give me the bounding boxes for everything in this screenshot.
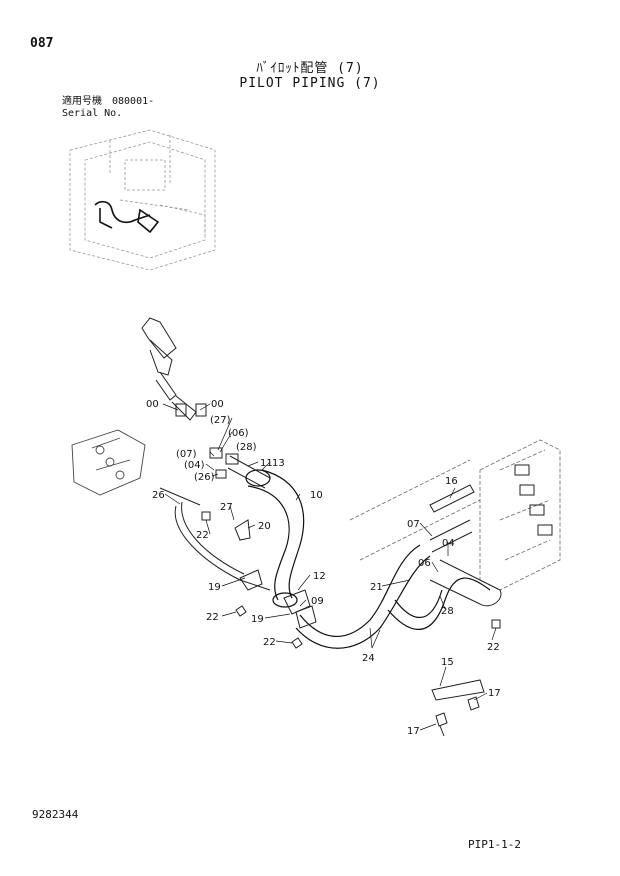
callout-26: 26 bbox=[152, 490, 165, 501]
callout-labels: 00 00 (27) (06) (28) (07) 11 (04) 13 (26… bbox=[146, 399, 501, 737]
callout-21: 21 bbox=[370, 582, 383, 593]
page-number: 087 bbox=[30, 36, 54, 51]
callout-16: 16 bbox=[445, 476, 458, 487]
callout-22-a: 22 bbox=[196, 530, 209, 541]
bolts bbox=[201, 511, 501, 737]
machine-location-inset bbox=[69, 129, 216, 271]
callout-17-a: 17 bbox=[488, 688, 501, 699]
callout-15: 15 bbox=[441, 657, 454, 668]
serial-label-en: Serial No. bbox=[62, 108, 123, 119]
callout-22-b: 22 bbox=[206, 612, 219, 623]
callout-26-ref: (26) bbox=[194, 472, 215, 483]
serial-value: 080001- bbox=[112, 96, 155, 107]
document-number: 9282344 bbox=[32, 808, 79, 821]
callout-00-right: 00 bbox=[211, 399, 224, 410]
callout-10: 10 bbox=[310, 490, 323, 501]
callout-13: 13 bbox=[272, 458, 285, 469]
callout-11: 11 bbox=[260, 458, 273, 469]
callout-19-a: 19 bbox=[208, 582, 221, 593]
title-english: PILOT PIPING (7) bbox=[239, 76, 381, 91]
callout-06-ref: (06) bbox=[228, 428, 249, 439]
callout-07-ref: (07) bbox=[176, 449, 197, 460]
callout-09: 09 bbox=[311, 596, 324, 607]
callout-07: 07 bbox=[407, 519, 420, 530]
callout-04: 04 bbox=[442, 538, 455, 549]
serial-label-jp: 適用号機 bbox=[62, 96, 102, 107]
callout-24: 24 bbox=[362, 653, 375, 664]
serial-block: 適用号機 080001- Serial No. bbox=[62, 96, 164, 120]
callout-04-ref: (04) bbox=[184, 460, 205, 471]
callout-22-c: 22 bbox=[263, 637, 276, 648]
callout-22-d: 22 bbox=[487, 642, 500, 653]
callout-20: 20 bbox=[258, 521, 271, 532]
callout-19-b: 19 bbox=[251, 614, 264, 625]
page-code: PIP1-1-2 bbox=[468, 838, 521, 851]
callout-17-b: 17 bbox=[407, 726, 420, 737]
callout-28-ref: (28) bbox=[236, 442, 257, 453]
clamps-and-brackets bbox=[234, 484, 485, 701]
inset-pipe-highlight bbox=[94, 200, 160, 234]
hose-line-26 bbox=[159, 487, 271, 591]
left-valve-block bbox=[71, 429, 146, 496]
title-japanese: ﾊﾞｲﾛｯﾄ配管 (7) bbox=[256, 61, 364, 76]
callout-12: 12 bbox=[313, 571, 326, 582]
hose-bundle-10 bbox=[245, 469, 305, 608]
callout-27: 27 bbox=[220, 502, 233, 513]
leader-lines bbox=[162, 403, 497, 731]
callout-27-ref: (27) bbox=[210, 415, 231, 426]
callout-00-left: 00 bbox=[146, 399, 159, 410]
callout-06: 06 bbox=[418, 558, 431, 569]
right-valve-fittings bbox=[429, 464, 553, 607]
callout-28: 28 bbox=[441, 606, 454, 617]
hose-run-24 bbox=[295, 544, 491, 649]
